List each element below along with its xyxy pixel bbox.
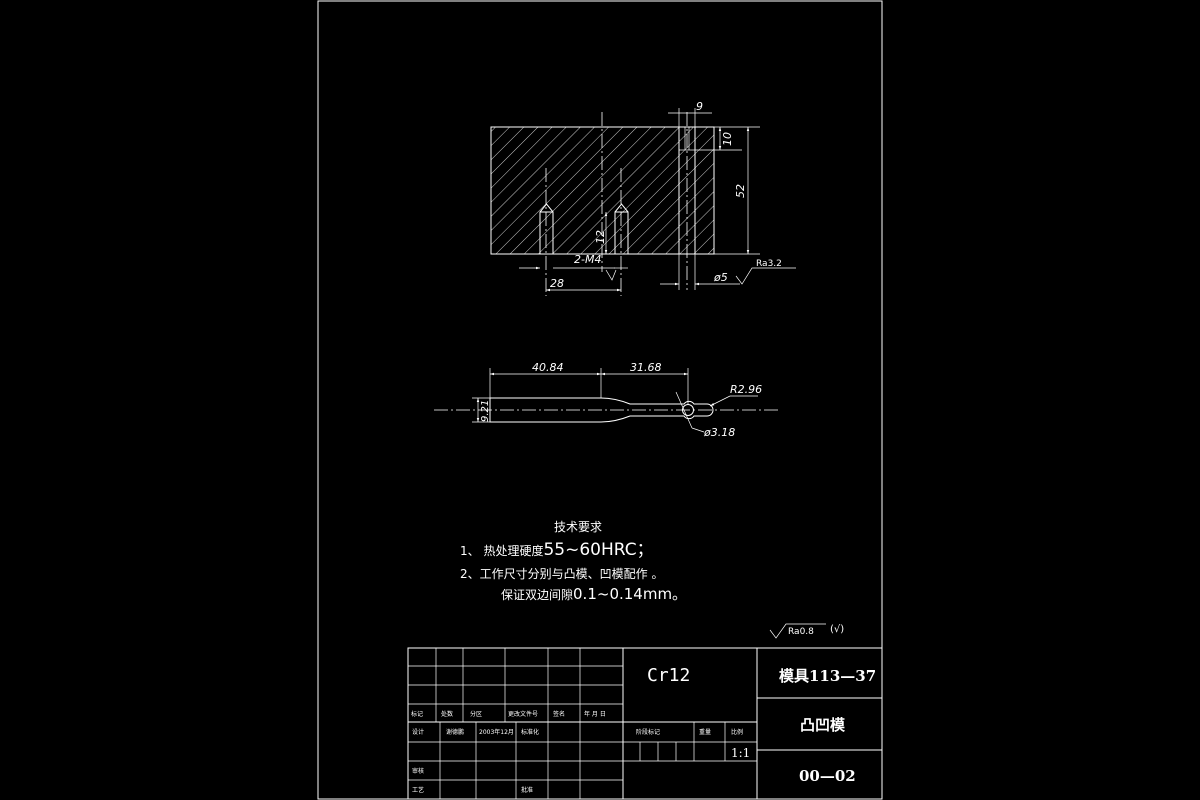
- tb-part-name: 凸凹模: [800, 716, 846, 734]
- tech-req-line3: 保证双边间隙0.1~0.14mm。: [501, 585, 687, 603]
- roughness-general: Ra0.8: [788, 627, 814, 637]
- tb-label-process: 工艺: [412, 786, 424, 794]
- roughness-general-suffix: (√): [830, 624, 844, 635]
- tech-requirements: 技术要求 1、 热处理硬度55~60HRC； 2、工作尺寸分别与凸模、凹模配作 …: [460, 520, 687, 603]
- tb-label-stage-mark: 阶段标记: [636, 728, 660, 736]
- tb-label-zone: 分区: [470, 710, 482, 718]
- tb-label-change-doc: 更改文件号: [508, 710, 538, 718]
- tb-label-standardize: 标准化: [521, 728, 539, 736]
- side-view: 40.84 31.68 R2.96 ø3.18 9.21: [434, 361, 778, 439]
- blind-hole-left: [539, 211, 554, 255]
- tech-req-line2: 2、工作尺寸分别与凸模、凹模配作 。: [460, 567, 663, 581]
- tb-scale-value: 1:1: [731, 746, 750, 760]
- dim-52: 52: [734, 184, 747, 198]
- punch-profile: [489, 397, 714, 423]
- dim-9: 9: [696, 100, 703, 113]
- general-roughness: Ra0.8 (√): [769, 623, 844, 639]
- dim-10: 10: [721, 132, 734, 146]
- dim-40-84: 40.84: [532, 361, 564, 374]
- tb-label-scale: 比例: [731, 728, 743, 736]
- tech-req-title: 技术要求: [554, 520, 602, 534]
- thread-note: 2-M4: [574, 253, 601, 266]
- tb-label-count: 处数: [441, 710, 453, 718]
- dim-dia318: ø3.18: [703, 426, 735, 439]
- top-view: 9 10 52 12 2-M4 28 ø5 Ra3.2: [490, 100, 796, 296]
- tb-label-review: 审核: [412, 767, 424, 775]
- dim-31-68: 31.68: [630, 361, 662, 374]
- tb-design-date: 2003年12月: [479, 728, 514, 736]
- tb-label-signature: 签名: [553, 710, 565, 718]
- tb-designer: 谢德鹏: [446, 728, 464, 736]
- tb-drawing-number: 00—02: [799, 767, 856, 785]
- dim-12: 12: [594, 230, 607, 244]
- tb-drawing-code: 模具113—37: [779, 667, 876, 685]
- tb-material: Cr12: [647, 665, 690, 686]
- tb-label-mark: 标记: [411, 710, 423, 718]
- dim-left: 9.21: [480, 400, 491, 422]
- roughness-top: Ra3.2: [756, 259, 782, 269]
- block-section: [490, 126, 715, 255]
- blind-hole-right: [614, 211, 629, 255]
- tb-label-weight: 重量: [699, 728, 711, 736]
- dim-28: 28: [550, 277, 564, 290]
- dim-dia5: ø5: [713, 271, 728, 284]
- tech-req-line1: 1、 热处理硬度55~60HRC；: [460, 540, 654, 560]
- dim-r296: R2.96: [730, 383, 762, 396]
- tb-label-design: 设计: [412, 728, 424, 736]
- title-block: 标记 处数 分区 更改文件号 签名 年 月 日 设计 谢德鹏 2003年12月 …: [407, 647, 883, 800]
- tb-label-date: 年 月 日: [584, 710, 606, 718]
- tb-label-approve: 批准: [521, 786, 533, 794]
